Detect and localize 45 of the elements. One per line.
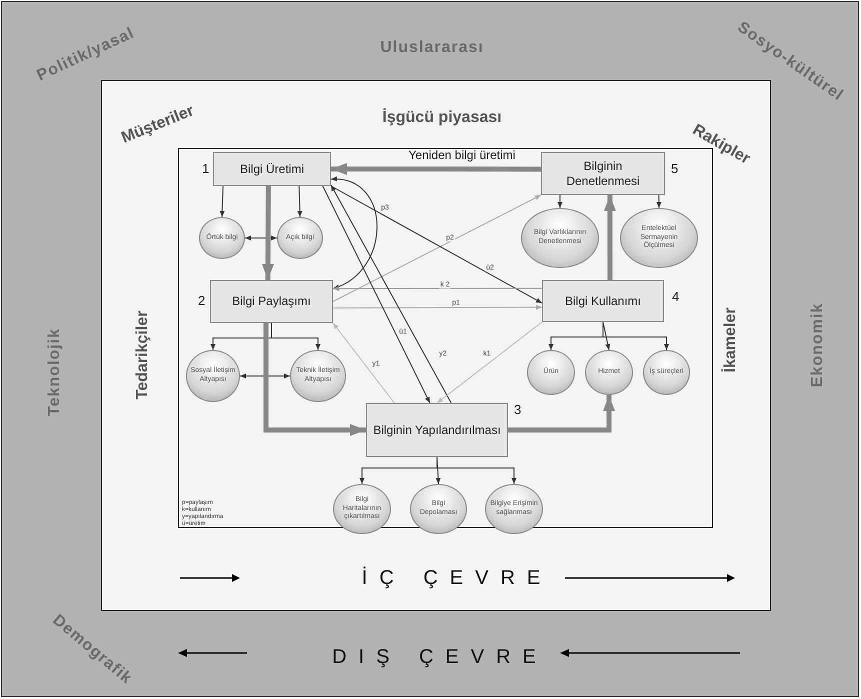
connector-arrow <box>330 177 378 290</box>
connector-arrow <box>322 186 430 404</box>
thick-arrow <box>262 186 274 280</box>
edge-label: Yeniden bilgi üretimi <box>408 149 516 161</box>
connector-arrow <box>436 322 542 404</box>
step-number: 5 <box>671 162 678 175</box>
connector-arrow <box>332 304 542 310</box>
factor-label: Ekonomik <box>808 302 827 388</box>
connector-arrow <box>436 456 516 484</box>
factor-label: Tedarikçiler <box>133 310 152 400</box>
factor-label: Uluslararası <box>380 38 484 58</box>
step-number: 2 <box>198 294 206 307</box>
thick-arrow <box>508 395 615 432</box>
step-number: 1 <box>202 162 210 175</box>
connector-arrow <box>244 236 278 240</box>
process-box <box>542 280 664 322</box>
connector-arrow <box>330 184 452 404</box>
connector-arrow <box>602 322 610 350</box>
process-box <box>210 280 333 323</box>
process-box <box>541 152 665 195</box>
connector-arrow <box>240 374 290 378</box>
thick-arrow <box>263 323 366 436</box>
node-text: Bilginin Yapılandırılması <box>373 422 501 438</box>
node-text: Bilgi Paylaşımı <box>232 294 311 309</box>
factor-label: Teknolojik <box>45 328 64 416</box>
connector-arrow <box>297 186 302 218</box>
thick-arrow <box>604 195 616 280</box>
step-number: 4 <box>672 290 680 303</box>
connector-arrow <box>656 194 662 208</box>
factor-label: İşgücü piyasası <box>382 107 502 128</box>
process-box <box>366 403 508 457</box>
connector-arrow <box>220 186 225 218</box>
environment-title: İÇ ÇEVRE <box>362 566 552 591</box>
process-box <box>213 152 331 186</box>
node-text: Bilgi Kullanımı <box>564 294 642 308</box>
connector-arrow <box>332 322 395 404</box>
connector-arrow <box>332 286 542 292</box>
node-text: Bilginin Denetlenmesi <box>565 158 641 188</box>
connector-arrow <box>271 322 320 350</box>
connector-arrow <box>557 194 562 208</box>
node-text: Bilgi Üretimi <box>240 162 304 176</box>
environment-title: DIŞ ÇEVRE <box>332 645 548 670</box>
step-number: 3 <box>514 403 522 416</box>
thick-arrow <box>331 163 541 175</box>
factor-label: İkameler <box>720 308 740 372</box>
